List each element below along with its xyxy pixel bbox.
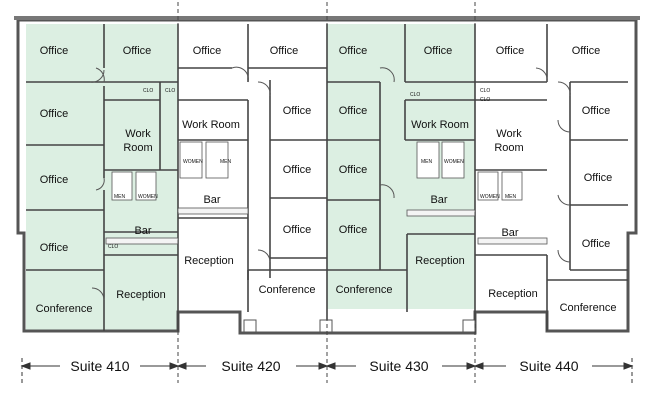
men-label: MEN	[220, 159, 232, 165]
closet-label: CLO	[108, 244, 118, 250]
work-room-label: Work Room	[411, 119, 469, 131]
closet-label: CLO	[480, 88, 490, 94]
office-label: Office	[40, 242, 69, 254]
suite-430-label: Suite 430	[369, 358, 428, 374]
reception-label: Reception	[415, 255, 465, 267]
bar-counters	[105, 207, 548, 245]
men-label: MEN	[421, 159, 433, 165]
office-label: Office	[40, 45, 69, 57]
work-room-label: Work Room	[182, 119, 240, 131]
restrooms	[111, 141, 523, 201]
women-label: WOMEN	[444, 159, 464, 165]
office-label: Office	[339, 45, 368, 57]
room-label: Room	[494, 142, 523, 154]
conference-label: Conference	[336, 284, 393, 296]
suite-410-label: Suite 410	[70, 358, 129, 374]
closet-label: CLO	[480, 97, 490, 103]
office-label: Office	[339, 164, 368, 176]
door-swings	[89, 66, 571, 301]
office-label: Office	[283, 224, 312, 236]
bar-label: Bar	[134, 225, 151, 237]
suite-420-label: Suite 420	[221, 358, 280, 374]
interior-walls	[26, 24, 628, 333]
room-label: Room	[123, 142, 152, 154]
conference-label: Conference	[560, 302, 617, 314]
conference-label: Conference	[259, 284, 316, 296]
office-label: Office	[572, 45, 601, 57]
bar-label: Bar	[430, 194, 447, 206]
office-label: Office	[123, 45, 152, 57]
office-label: Office	[193, 45, 222, 57]
office-label: Office	[40, 174, 69, 186]
office-label: Office	[283, 164, 312, 176]
women-label: WOMEN	[480, 194, 500, 200]
conference-label: Conference	[36, 303, 93, 315]
reception-label: Reception	[116, 289, 166, 301]
office-label: Office	[584, 172, 613, 184]
reception-label: Reception	[184, 255, 234, 267]
closet-label: CLO	[410, 92, 420, 98]
men-label: MEN	[505, 194, 517, 200]
office-label: Office	[582, 105, 611, 117]
work-label: Work	[496, 128, 522, 140]
office-label: Office	[40, 108, 69, 120]
closet-label: CLO	[143, 88, 153, 94]
entrances	[243, 319, 476, 333]
office-label: Office	[582, 238, 611, 250]
office-label: Office	[424, 45, 453, 57]
office-label: Office	[339, 224, 368, 236]
closet-label: CLO	[165, 88, 175, 94]
suite-dividers	[177, 2, 476, 383]
women-label: WOMEN	[183, 159, 203, 165]
bar-label: Bar	[203, 194, 220, 206]
bar-label: Bar	[501, 227, 518, 239]
office-label: Office	[496, 45, 525, 57]
office-label: Office	[270, 45, 299, 57]
reception-label: Reception	[488, 288, 538, 300]
suite-440-label: Suite 440	[519, 358, 578, 374]
men-label: MEN	[114, 194, 126, 200]
office-label: Office	[283, 105, 312, 117]
work-label: Work	[125, 128, 151, 140]
office-label: Office	[339, 105, 368, 117]
women-label: WOMEN	[138, 194, 158, 200]
suite-430-fill	[327, 24, 475, 309]
suite-dimension-line	[20, 358, 634, 383]
